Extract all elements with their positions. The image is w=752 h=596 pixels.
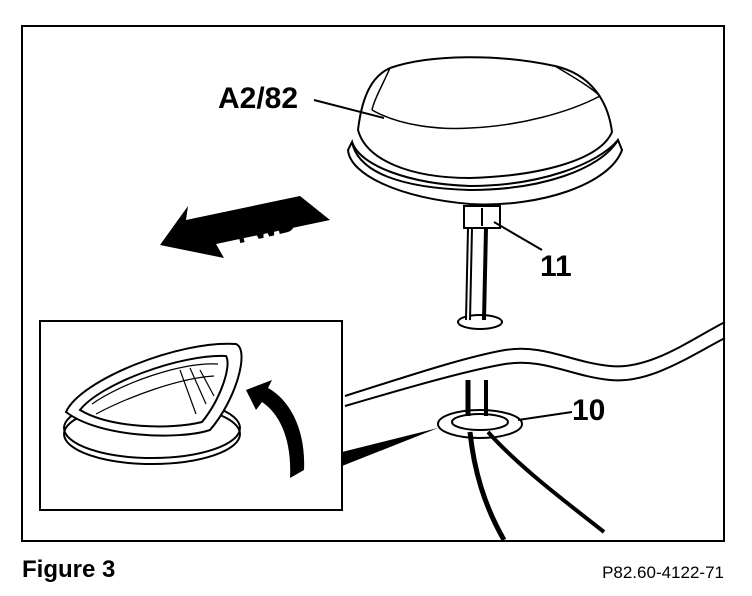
inset-grommet-lip-inner [78,354,229,428]
leader-antenna [313,99,385,119]
label-antenna: A2/82 [218,82,298,115]
inset-grommet-lip-shade [91,363,219,415]
reference-code: P82.60-4122-71 [602,563,724,582]
antenna-housing-edge [371,95,601,130]
roof-contour [344,321,726,397]
roof-hole [457,314,503,330]
cable-below-2 [486,430,606,534]
roof-contour-lower [344,337,726,407]
cable-below-1 [467,431,507,542]
antenna-housing-top [371,65,601,111]
figure-caption: Figure 3 [22,556,116,583]
label-connector: 11 [540,250,572,283]
figure-frame [21,25,725,542]
leader-connector [493,221,543,251]
inset-curved-arrow [246,380,305,478]
antenna-base [346,137,624,206]
antenna-cable-2 [482,227,488,321]
leader-grommet [517,411,573,421]
antenna-housing [356,56,614,180]
label-grommet: 10 [572,394,605,427]
antenna-cable-inner [467,227,471,321]
grommet-inner [451,413,509,431]
inset-pointer [342,428,438,466]
fwd-arrow [160,196,330,258]
antenna-base-rim [351,139,619,188]
